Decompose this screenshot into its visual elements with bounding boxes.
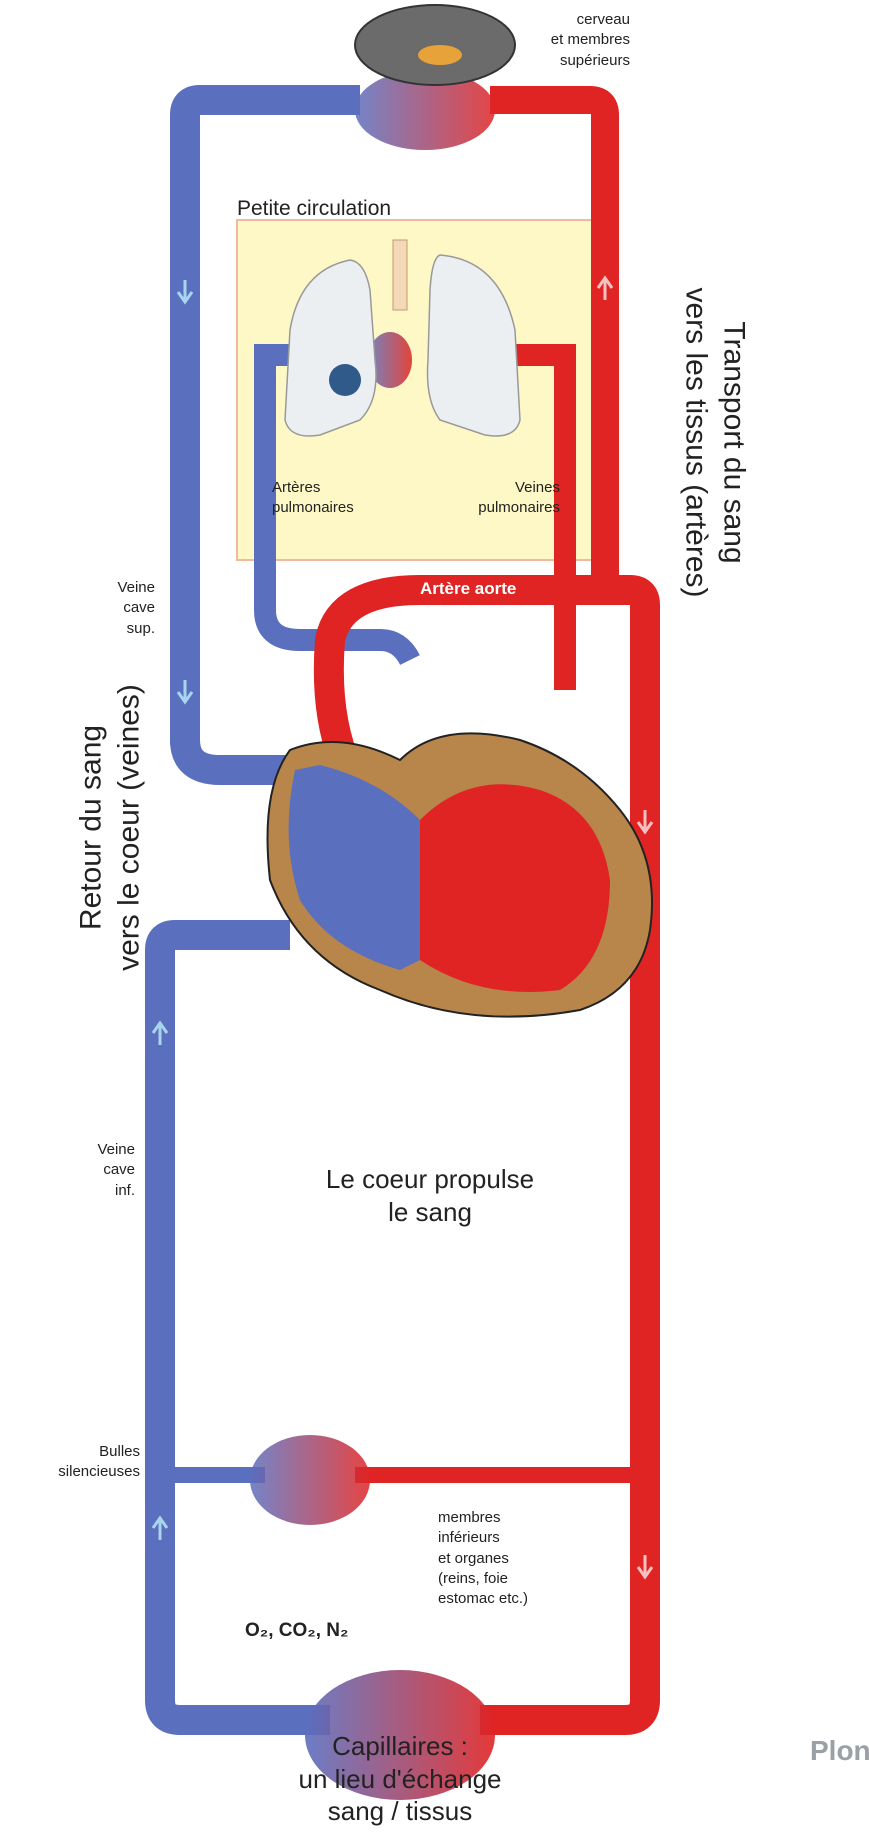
lower-limbs-line3: et organes: [438, 1549, 528, 1569]
alveoli-image: [329, 364, 361, 396]
pulmonary-arteries-line2: pulmonaires: [272, 498, 354, 518]
veins-return-line1: Retour du sang: [73, 678, 111, 978]
veins-return-line2: vers le coeur (veines): [110, 678, 148, 978]
aorta-label: Artère aorte: [420, 579, 516, 599]
heart-caption-line1: Le coeur propulse: [300, 1163, 560, 1196]
arteries-transport-label: Transport du sang vers les tissus (artèr…: [678, 283, 753, 603]
brain-center: [418, 45, 462, 65]
vena-cava-sup-line1: Veine: [90, 578, 155, 598]
capillaries-caption-line1: Capillaires :: [250, 1730, 550, 1763]
lower-limbs-line5: estomac etc.): [438, 1589, 528, 1609]
brain-label-line3: supérieurs: [520, 51, 630, 71]
arteries-transport-line1: Transport du sang: [715, 283, 753, 603]
capillaries-caption-line3: sang / tissus: [250, 1795, 550, 1828]
pulmonary-arteries-label: Artères pulmonaires: [272, 478, 354, 519]
bottom-artery: [480, 1700, 645, 1720]
vena-cava-inf-line2: cave: [70, 1160, 135, 1180]
logo: Plongé: [810, 1735, 869, 1767]
vena-cava-sup-line3: sup.: [90, 619, 155, 639]
petite-circulation-title: Petite circulation: [237, 197, 391, 221]
brain-label-line2: et membres: [520, 30, 630, 50]
heart-caption-line2: le sang: [300, 1196, 560, 1229]
pulmonary-veins-label: Veines pulmonaires: [460, 478, 560, 519]
brain-label-line1: cerveau: [520, 10, 630, 30]
pulmonary-veins-line2: pulmonaires: [460, 498, 560, 518]
silent-bubbles-label: Bulles silencieuses: [20, 1442, 140, 1483]
capillaries-caption-line2: un lieu d'échange: [250, 1763, 550, 1796]
arteries-transport-line2: vers les tissus (artères): [678, 283, 716, 603]
pulmonary-arteries-line1: Artères: [272, 478, 354, 498]
silent-bubbles-line2: silencieuses: [20, 1462, 140, 1482]
brain-label: cerveau et membres supérieurs: [520, 10, 630, 71]
vena-cava-inf-label: Veine cave inf.: [70, 1140, 135, 1201]
lower-limbs-label: membres inférieurs et organes (reins, fo…: [438, 1508, 528, 1609]
vena-cava-sup-label: Veine cave sup.: [90, 578, 155, 639]
vena-cava-superior-to-heart: [185, 740, 290, 770]
vena-cava-inferior-loop: [160, 935, 330, 1720]
silent-bubbles-line1: Bulles: [20, 1442, 140, 1462]
vena-cava-inf-line3: inf.: [70, 1181, 135, 1201]
lower-limbs-capillaries: [250, 1435, 370, 1525]
heart-caption: Le coeur propulse le sang: [300, 1163, 560, 1228]
lower-limbs-line2: inférieurs: [438, 1528, 528, 1548]
capillaries-caption: Capillaires : un lieu d'échange sang / t…: [250, 1730, 550, 1828]
lower-limbs-line4: (reins, foie: [438, 1569, 528, 1589]
veins-return-label: Retour du sang vers le coeur (veines): [73, 678, 148, 978]
gases-label: O₂, CO₂, N₂: [245, 1620, 348, 1642]
vena-cava-inf-line1: Veine: [70, 1140, 135, 1160]
pulmonary-veins-line1: Veines: [460, 478, 560, 498]
lower-limbs-line1: membres: [438, 1508, 528, 1528]
vena-cava-sup-line2: cave: [90, 598, 155, 618]
trachea-image: [393, 240, 407, 310]
brain-image: [355, 5, 515, 85]
